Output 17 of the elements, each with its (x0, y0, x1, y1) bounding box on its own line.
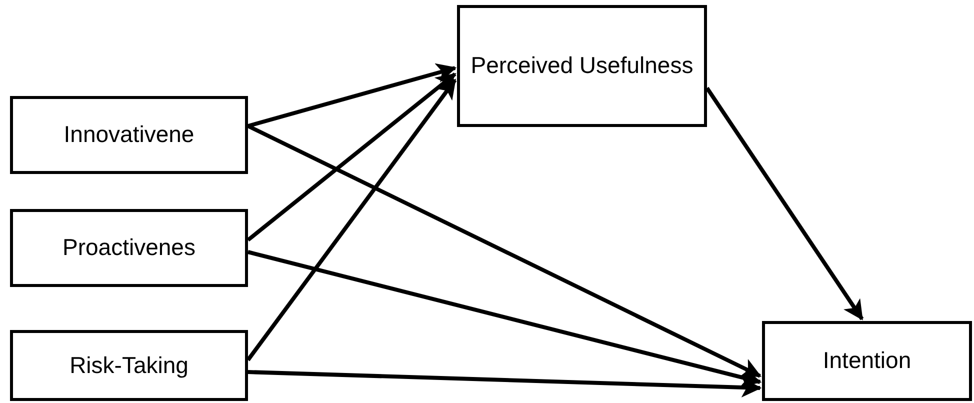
arrow (247, 63, 457, 128)
variable-box (457, 5, 707, 127)
node-label: Intention (822, 346, 912, 376)
node-label: Innovativene (64, 120, 194, 150)
node-label: Proactivenes (62, 233, 196, 262)
arrow (246, 72, 456, 242)
arrow (248, 250, 762, 388)
variable-box (10, 96, 248, 174)
variable-box (10, 330, 248, 401)
node-label: Perceived Usefulness (470, 51, 694, 80)
arrow (705, 86, 864, 320)
node-label: Risk-Taking (70, 350, 188, 380)
arrow (246, 78, 457, 362)
arrow (247, 124, 762, 378)
variable-box (762, 321, 972, 401)
variable-box (10, 209, 248, 287)
arrow (248, 370, 762, 398)
